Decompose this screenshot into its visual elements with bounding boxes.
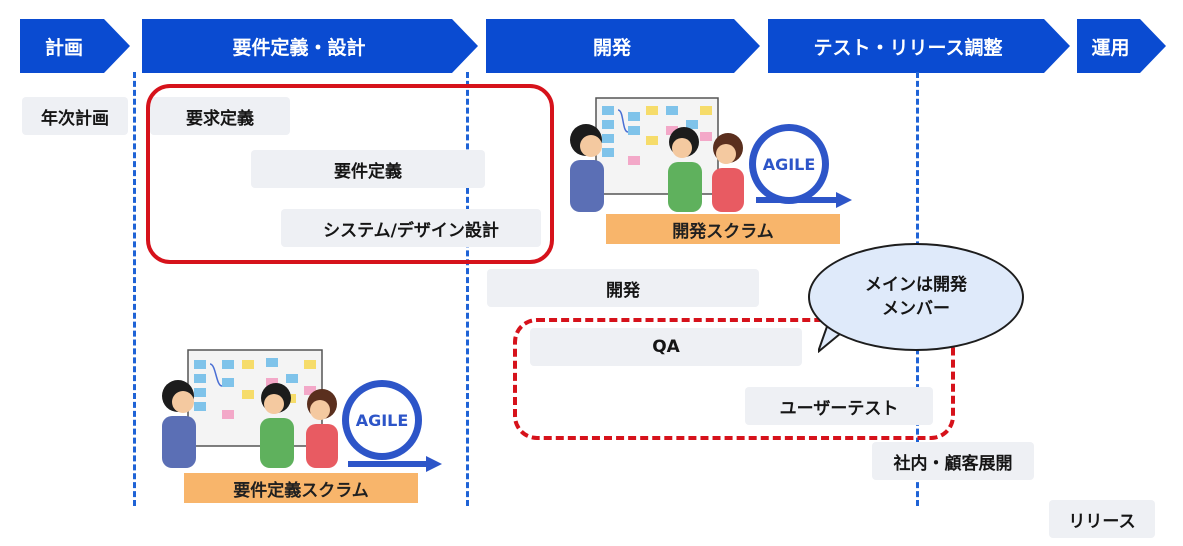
phase-planning: 計画 <box>20 19 130 73</box>
phase-label: テスト・リリース調整 <box>813 36 1003 59</box>
speech-bubble: メインは開発 メンバー <box>808 243 1024 351</box>
person-left <box>162 380 196 468</box>
person-left <box>570 124 604 212</box>
task-rollout: 社内・顧客展開 <box>872 442 1034 480</box>
boundary-line-left <box>133 72 136 506</box>
task-development: 開発 <box>487 269 759 307</box>
test-highlight-frame <box>513 318 955 440</box>
speech-bubble-line2: メンバー <box>882 299 950 319</box>
boundary-line-middle <box>466 72 469 506</box>
task-qa: QA <box>530 328 802 366</box>
requirements-highlight-frame <box>146 84 554 264</box>
task-user-test: ユーザーテスト <box>745 387 933 425</box>
req-scrum-label: 要件定義スクラム <box>184 473 418 503</box>
agile-badge-text: AGILE <box>763 155 816 174</box>
person-right <box>306 389 338 468</box>
person-right <box>712 133 744 212</box>
phase-label: 要件定義・設計 <box>232 36 366 59</box>
task-annual-plan: 年次計画 <box>22 97 128 135</box>
task-system-design: システム/デザイン設計 <box>281 209 541 247</box>
req-scrum-illustration: AGILE <box>162 349 442 472</box>
person-middle <box>260 383 294 468</box>
phase-test-release: テスト・リリース調整 <box>768 19 1070 73</box>
agile-badge-text: AGILE <box>356 411 409 430</box>
speech-bubble-line1: メインは開発 <box>865 275 967 295</box>
phase-label: 計画 <box>44 36 83 59</box>
task-requirements-request: 要求定義 <box>150 97 290 135</box>
phase-label: 運用 <box>1091 36 1130 59</box>
phase-operation: 運用 <box>1077 19 1166 73</box>
task-requirements-definition: 要件定義 <box>251 150 485 188</box>
task-release: リリース <box>1049 500 1155 538</box>
phase-label: 開発 <box>592 36 631 59</box>
person-middle <box>668 127 702 212</box>
phase-development: 開発 <box>486 19 760 73</box>
dev-scrum-illustration: AGILE <box>570 97 852 212</box>
dev-scrum-label: 開発スクラム <box>606 214 840 244</box>
phase-requirements-design: 要件定義・設計 <box>142 19 478 73</box>
